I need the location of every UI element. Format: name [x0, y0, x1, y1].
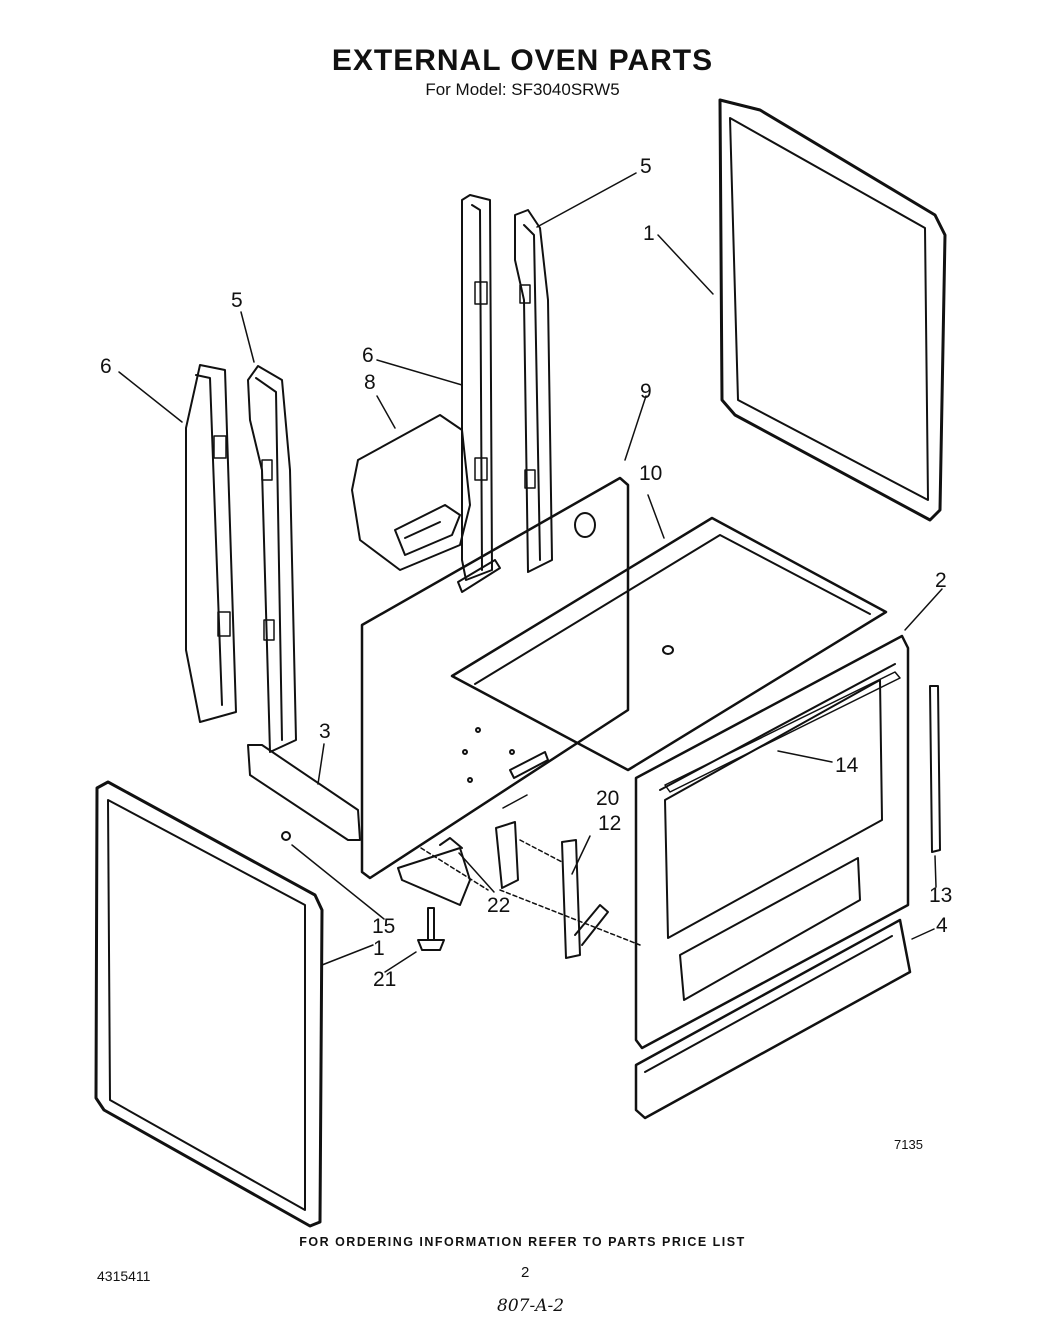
figure-number: 7135 [894, 1137, 923, 1152]
document-number: 4315411 [97, 1268, 151, 1284]
callout-1-right: 1 [643, 222, 655, 245]
top-panel-10 [450, 516, 888, 772]
callout-3: 3 [319, 720, 331, 743]
callout-labels: 1 1 2 3 4 5 5 6 6 8 9 10 12 13 14 15 20 … [100, 155, 952, 991]
model-subtitle: For Model: SF3040SRW5 [425, 80, 620, 99]
leveling-leg-22 [397, 837, 471, 906]
callout-8: 8 [364, 371, 376, 394]
callout-1-left: 1 [373, 937, 385, 960]
trim-strip-14 [664, 671, 901, 793]
callout-4: 4 [936, 914, 948, 937]
channel-rear-6 [461, 194, 493, 581]
callout-6-left: 6 [100, 355, 112, 378]
ordering-note: FOR ORDERING INFORMATION REFER TO PARTS … [299, 1235, 746, 1249]
diagram-title: EXTERNAL OVEN PARTS [331, 44, 714, 77]
channel-left-6 [185, 364, 237, 723]
callout-21: 21 [373, 968, 396, 991]
callout-5-left: 5 [231, 289, 243, 312]
callout-14: 14 [835, 754, 859, 777]
callout-12: 12 [598, 812, 621, 835]
bracket-left-5 [247, 365, 297, 753]
vertical-strip-13 [929, 685, 941, 853]
screw-15 [281, 831, 291, 841]
page-number: 2 [521, 1264, 530, 1281]
callout-13: 13 [929, 884, 952, 907]
leader-lines [118, 172, 943, 973]
bracket-rear-5 [514, 209, 553, 573]
callout-15: 15 [372, 915, 395, 938]
handwritten-code: 807-A-2 [497, 1296, 565, 1316]
vent-duct-8 [351, 414, 471, 571]
side-panel-right [718, 98, 947, 522]
callout-20: 20 [596, 787, 619, 810]
callout-6-rear: 6 [362, 344, 374, 367]
hinge-bracket-12 [561, 839, 609, 959]
side-panel-left [94, 780, 324, 1228]
callout-5-rear: 5 [640, 155, 652, 178]
callout-9: 9 [640, 380, 652, 403]
bolt-21 [417, 907, 445, 951]
callout-22: 22 [487, 894, 510, 917]
bracket-20 [495, 821, 519, 889]
back-panel-9 [360, 476, 630, 880]
callout-2: 2 [935, 569, 947, 592]
kick-panel-4 [634, 918, 912, 1120]
front-frame-2 [634, 634, 910, 1050]
callout-10: 10 [639, 462, 662, 485]
channel-3 [247, 744, 361, 841]
